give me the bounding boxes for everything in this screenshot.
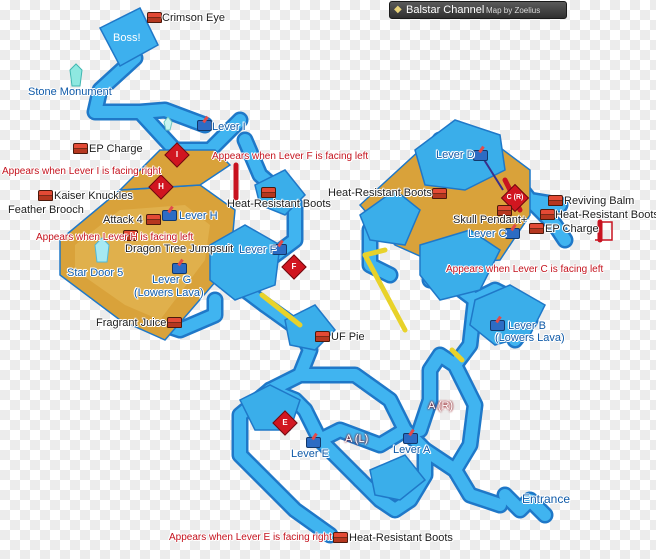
right-blue-left <box>359 189 421 246</box>
chest-fragrant-juice-icon <box>167 317 182 328</box>
label-lever-i: Lever I <box>212 121 246 133</box>
label-attack-4: Attack 4 <box>103 214 143 226</box>
small-crystal <box>163 116 173 131</box>
note-lever-h: Appears when Lever H is facing left <box>36 232 194 243</box>
label-lever-b: Lever B <box>508 320 546 332</box>
lever-c-icon <box>505 228 520 239</box>
chest-skull-pendant-icon <box>497 205 512 216</box>
label-ep-charge-left: EP Charge <box>89 143 143 155</box>
label-entrance: Entrance <box>522 492 571 506</box>
chest-kaiser-knuckles-icon <box>38 190 53 201</box>
chest-ep-charge-left-icon <box>73 143 88 154</box>
chest-crimson-eye-icon <box>147 12 162 23</box>
label-lever-a: Lever A <box>393 444 431 456</box>
chest-heat-boots-bottom-icon <box>333 532 348 543</box>
label-lever-h: Lever H <box>179 210 218 222</box>
stone-monument-crystal <box>69 63 83 87</box>
chest-attack-4-icon <box>146 214 161 225</box>
label-uf-pie: UF Pie <box>331 331 365 343</box>
label-lever-f: Lever F <box>239 244 277 256</box>
chest-reviving-balm-icon <box>548 195 563 206</box>
location-icon: ◆ <box>394 4 402 15</box>
label-kaiser-knuckles: Kaiser Knuckles <box>54 190 133 202</box>
map-title-bar: ◆ Balstar Channel Map by Zoelius <box>389 1 567 19</box>
lever-d-icon <box>473 150 488 161</box>
label-fragrant-juice: Fragrant Juice <box>96 317 167 329</box>
label-crimson-eye: Crimson Eye <box>162 12 225 24</box>
uf-pie-room <box>284 304 337 351</box>
lever-b-icon <box>490 320 505 331</box>
map-title: Balstar Channel <box>406 4 485 16</box>
chest-dragon-tree-icon <box>123 230 138 241</box>
label-lever-b-note: (Lowers Lava) <box>495 332 565 344</box>
lever-b-room <box>469 284 546 346</box>
note-leaders <box>595 221 613 241</box>
label-heat-boots-upper: Heat-Resistant Boots <box>328 187 432 199</box>
label-feather-brooch: Feather Brooch <box>8 204 84 216</box>
chest-heat-boots-upper-icon <box>432 188 447 199</box>
chest-ep-charge-right-icon <box>529 223 544 234</box>
note-lever-c: Appears when Lever C is facing left <box>446 264 604 275</box>
boss-room <box>98 6 159 68</box>
mid-block-2 <box>254 169 307 216</box>
left-lava-diag <box>118 149 232 191</box>
lever-d-line <box>482 157 504 191</box>
label-heat-boots-mid: Heat-Resistant Boots <box>227 198 331 210</box>
left-lava-inner <box>75 205 210 320</box>
chest-heat-boots-mid-icon <box>261 187 276 198</box>
label-heat-boots-right: Heat-Resistant Boots <box>555 209 656 221</box>
lever-g-icon <box>172 263 187 274</box>
map-credit: Map by Zoelius <box>486 6 541 15</box>
lever-a-icon <box>403 433 418 444</box>
label-stone-monument: Stone Monument <box>28 86 112 98</box>
label-lever-g: Lever G <box>152 274 192 286</box>
rooms <box>59 6 546 501</box>
label-lever-d: Lever D <box>436 149 475 161</box>
label-lever-g-note: (Lowers Lava) <box>134 287 204 299</box>
mid-block-1 <box>209 224 281 301</box>
label-boss: Boss! <box>113 32 141 44</box>
note-lever-f: Appears when Lever F is facing left <box>212 151 369 162</box>
label-a-r: A (R) <box>428 400 454 412</box>
label-ep-charge-right: EP Charge <box>545 223 599 235</box>
right-blue-bottom <box>419 229 501 301</box>
right-blue-top <box>414 119 506 191</box>
star-door-crystal <box>94 237 110 263</box>
lever-e-icon <box>306 437 321 448</box>
label-skull-pendant: Skull Pendant+ <box>453 214 528 226</box>
lever-h-icon <box>162 210 177 221</box>
label-heat-boots-bottom: Heat-Resistant Boots <box>349 532 453 544</box>
label-dragon-tree-jumpsuit: Dragon Tree Jumpsuit <box>125 243 234 255</box>
note-lever-i: Appears when Lever I is facing right <box>2 166 161 177</box>
label-lever-e: Lever E <box>291 448 329 460</box>
lever-i-icon <box>197 120 212 131</box>
chest-heat-boots-right-icon <box>540 209 555 220</box>
label-star-door-5: Star Door 5 <box>67 267 124 279</box>
label-reviving-balm: Reviving Balm <box>564 195 635 207</box>
note-lever-e: Appears when Lever E is facing right <box>169 532 332 543</box>
lever-f-icon <box>272 244 287 255</box>
label-a-l: A (L) <box>345 433 369 445</box>
connectors <box>259 247 465 363</box>
label-lever-c: Lever C <box>468 228 507 240</box>
chest-uf-pie-icon <box>315 331 330 342</box>
bottom-room-2 <box>369 454 427 501</box>
